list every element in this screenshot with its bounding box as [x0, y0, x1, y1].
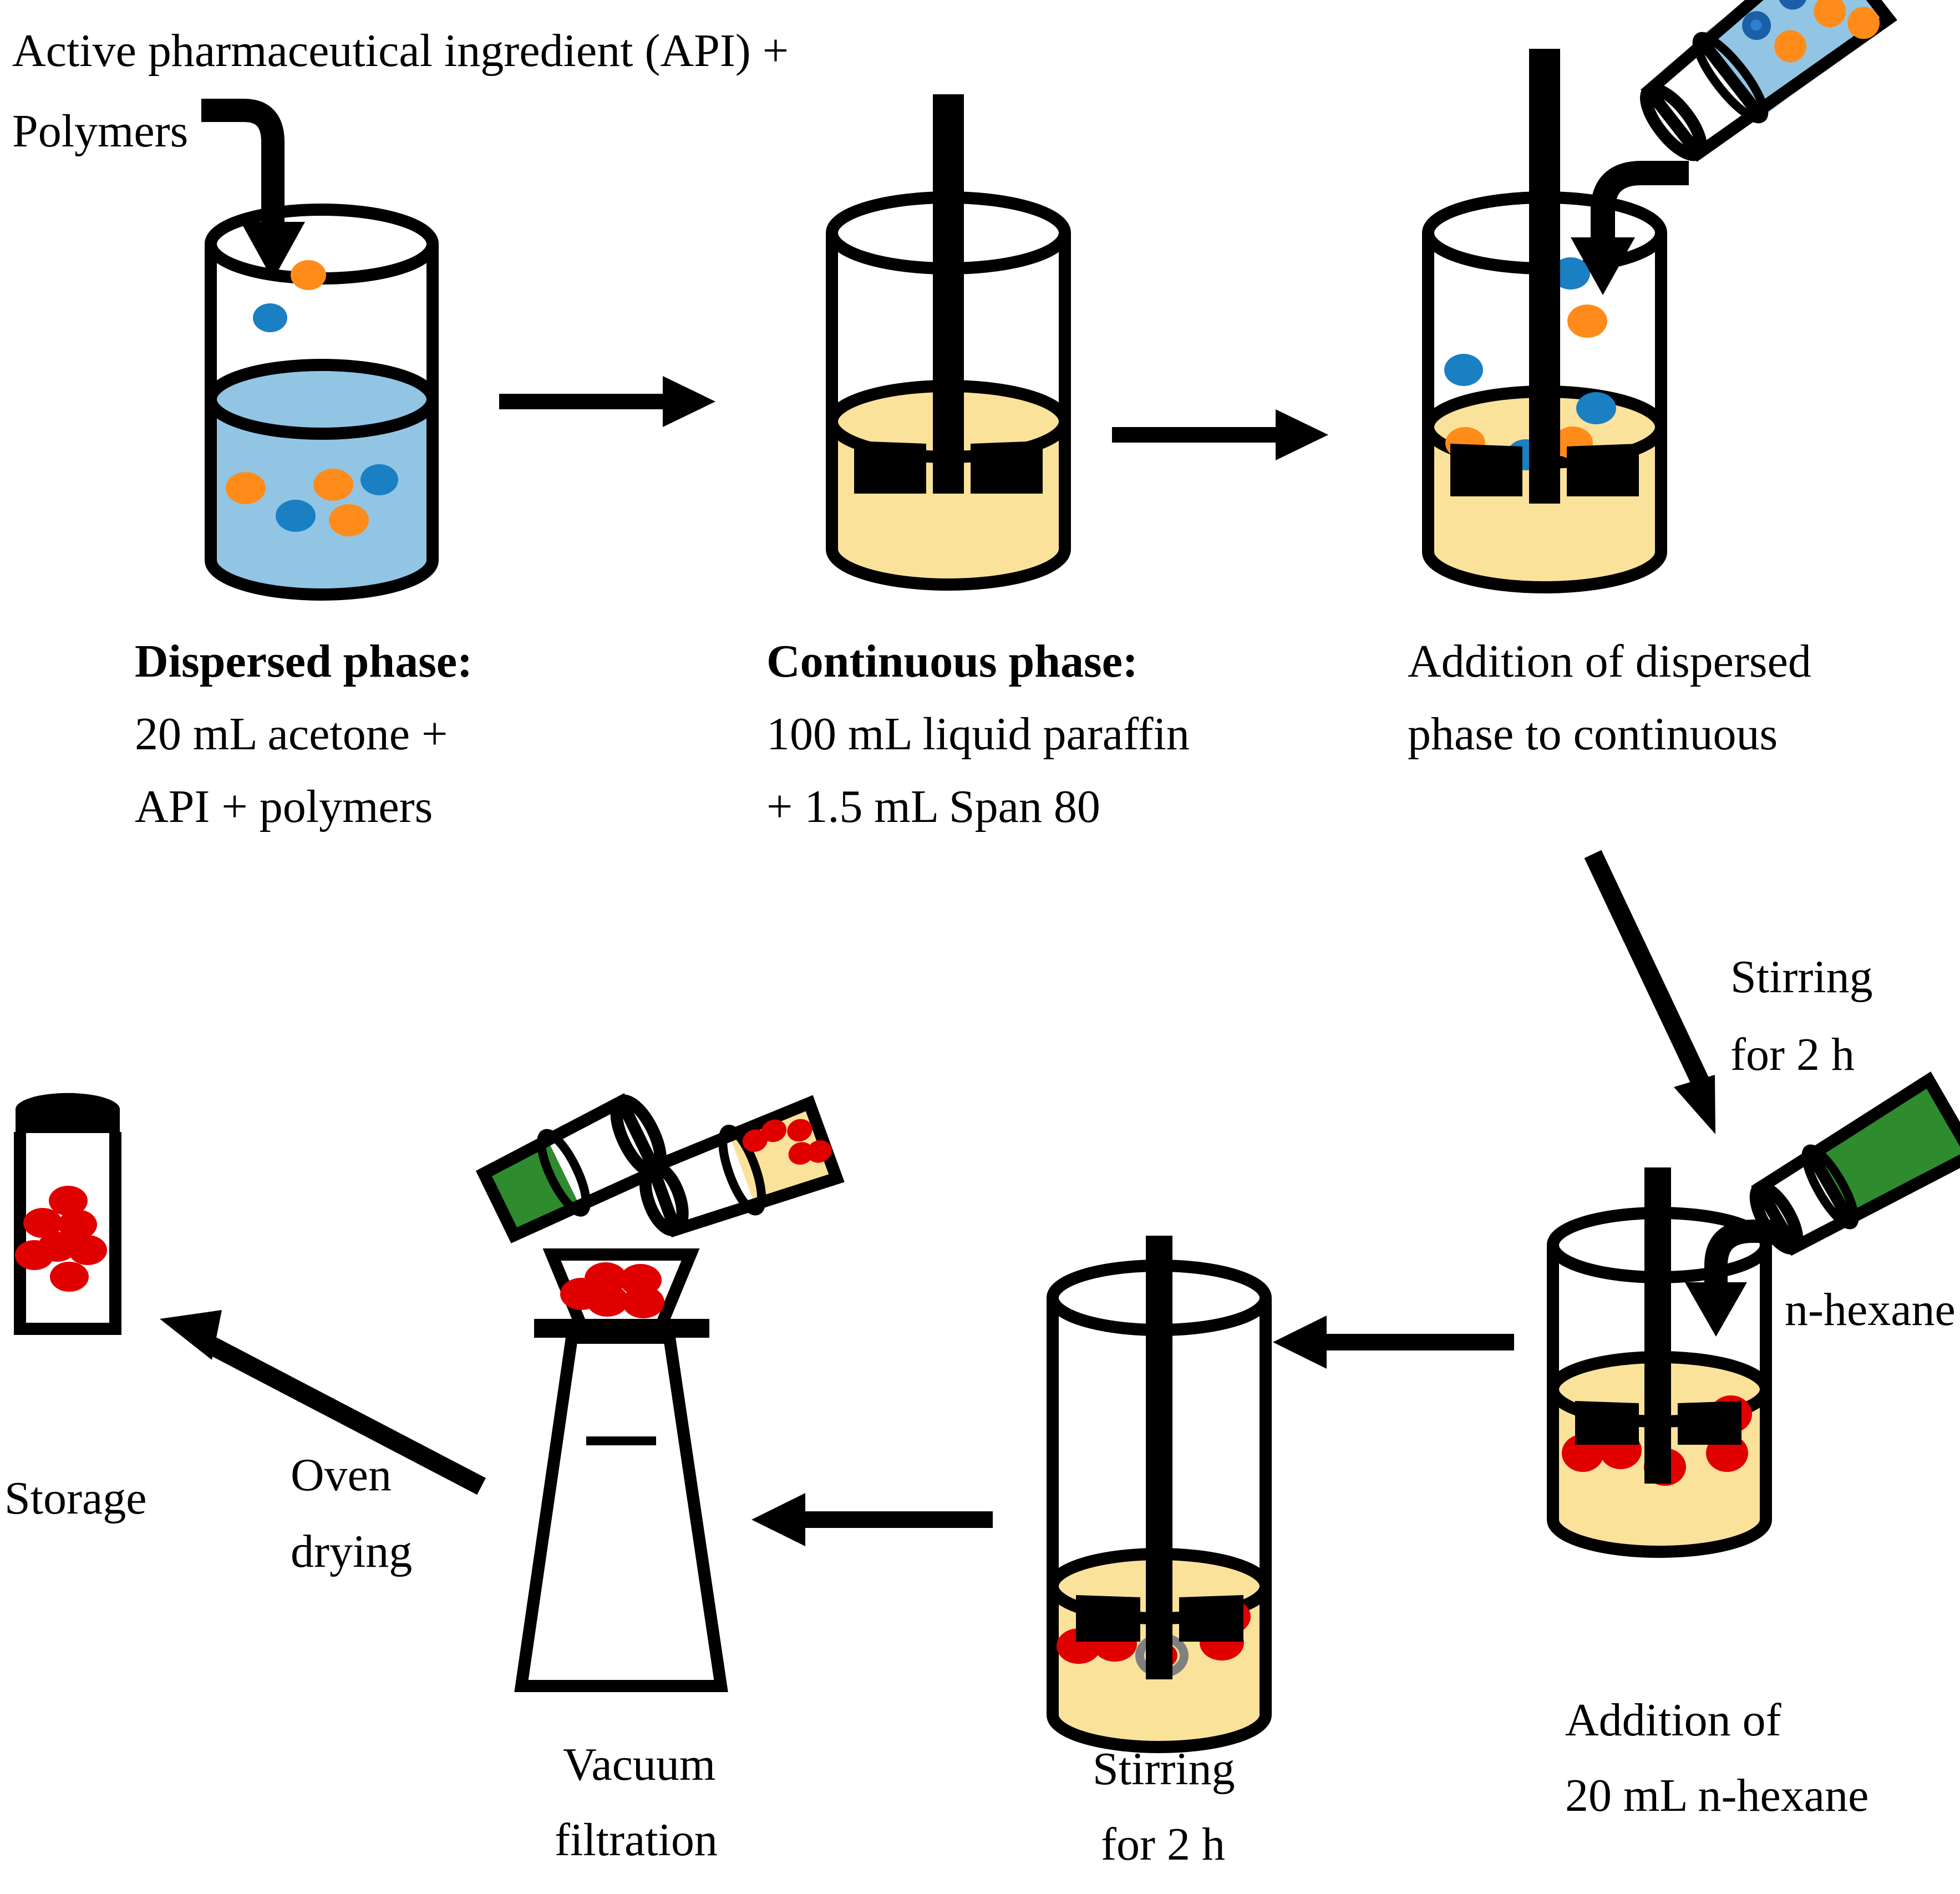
step-4-particles — [1562, 1395, 1752, 1486]
step-3-beaker-wall — [1422, 233, 1667, 593]
step-5-particles — [1057, 1599, 1251, 1678]
step-7-vial-cap — [16, 1093, 120, 1132]
step-7-storage-vial — [14, 1093, 121, 1335]
step-3-liquid-body — [1428, 427, 1661, 587]
n-hexane-label: n-hexane — [1785, 1284, 1956, 1336]
step-5-liquid-body — [1053, 1586, 1266, 1747]
continuous-phase-line1: 100 mL liquid paraffin — [766, 708, 1190, 760]
step-5-liquid-surface — [1053, 1554, 1266, 1618]
step-1-inflow-arrow — [201, 99, 305, 280]
step-1-particles — [226, 260, 398, 536]
vacuum-filtration-line1: Vacuum — [563, 1739, 716, 1790]
stirring-bottom-line1: Stirring — [1093, 1743, 1235, 1795]
step-1-beaker — [201, 99, 439, 601]
arrow-step1-to-step2 — [499, 376, 715, 427]
step-3-impeller-left — [1450, 444, 1522, 496]
step-2-beaker — [826, 94, 1071, 591]
dispersed-phase-line1: 20 mL acetone + — [135, 708, 448, 760]
step-4-stirrer-shaft — [1644, 1167, 1671, 1484]
step-6-particles — [560, 1262, 664, 1318]
step-3-liquid-surface — [1428, 392, 1661, 463]
step-1-beaker-rim — [205, 204, 439, 285]
step-5-liquid-line — [1047, 1548, 1272, 1624]
step-3-impeller-right — [1567, 444, 1639, 496]
step-2-beaker-rim — [826, 191, 1071, 275]
step-5-beaker-wall — [1047, 1298, 1272, 1753]
step-1-liquid-body — [211, 399, 433, 595]
step-6-funnel — [475, 1093, 845, 1692]
step-4-beaker-wall — [1547, 1245, 1772, 1558]
addition-hexane-line1: Addition of — [1565, 1694, 1781, 1746]
vacuum-filtration-line2: filtration — [555, 1814, 718, 1866]
stirring-top-line2: for 2 h — [1730, 1029, 1855, 1080]
continuous-phase-heading: Continuous phase: — [766, 636, 1138, 687]
step-4-beaker-rim — [1547, 1207, 1772, 1283]
step-2-stirrer — [854, 94, 1043, 494]
step-1-liquid-surface — [211, 365, 433, 434]
step-1-beaker-wall — [205, 244, 439, 601]
step-5-stirrer — [1076, 1236, 1243, 1679]
oven-drying-line1: Oven — [291, 1449, 392, 1501]
oven-drying-line2: drying — [291, 1526, 413, 1577]
step-3-stirrer-shaft — [1529, 49, 1560, 504]
step-3-liquid-line — [1422, 385, 1667, 469]
step-7-vial-body-fill — [20, 1132, 115, 1329]
step-5-stirrer-shaft — [1146, 1236, 1172, 1679]
step-6-filter-plate — [534, 1319, 709, 1338]
step-5-impeller-right — [1179, 1595, 1243, 1642]
arrow-step5-to-step6 — [751, 1493, 993, 1546]
step-2-impeller-right — [971, 441, 1043, 494]
step-2-liquid-body — [832, 422, 1065, 585]
step-3-pouring-bottle — [1640, 0, 1897, 162]
step-3-particles — [1444, 257, 1616, 470]
step-4-liquid-body — [1553, 1389, 1766, 1552]
step-2-beaker-wall — [826, 233, 1071, 591]
step-4-impeller-right — [1678, 1401, 1741, 1445]
step-6-funnel-cup — [542, 1248, 700, 1332]
step-5-beaker — [1047, 1236, 1272, 1753]
step-5-beaker-rim — [1047, 1260, 1272, 1336]
arrow-step2-to-step3 — [1112, 409, 1328, 460]
addition-hexane-line2: 20 mL n-hexane — [1565, 1770, 1869, 1821]
dispersed-phase-heading: Dispersed phase: — [135, 636, 473, 687]
step-6-tube-paraffin — [639, 1095, 845, 1238]
step-4-impeller-left — [1575, 1401, 1639, 1445]
step-4-hexane-bottle — [1749, 1071, 1960, 1256]
step-3-beaker — [1422, 0, 1897, 593]
dispersed-phase-line2: API + polymers — [135, 781, 433, 832]
step-2-impeller-left — [854, 441, 926, 494]
api-polymers-label-line2: Polymers — [12, 105, 189, 157]
step-3-beaker-rim — [1422, 191, 1667, 275]
api-polymers-label-line1: Active pharmaceutical ingredient (API) + — [12, 25, 789, 77]
storage-label: Storage — [4, 1472, 147, 1524]
step-6-tube-green — [475, 1093, 667, 1243]
step-4-stirrer — [1575, 1167, 1741, 1484]
step-7-vial-body — [14, 1132, 121, 1335]
addition-dispersed-line2: phase to continuous — [1408, 708, 1778, 760]
arrow-step3-to-step4 — [1584, 850, 1715, 1134]
step-3-pour-arrow — [1571, 161, 1689, 295]
step-5-impeller-left — [1076, 1595, 1140, 1642]
stirring-top-line1: Stirring — [1730, 951, 1873, 1003]
step-4-pour-arrow — [1685, 1220, 1790, 1337]
addition-dispersed-line1: Addition of dispersed — [1408, 636, 1811, 687]
step-2-stirrer-shaft — [933, 94, 964, 494]
step-4-liquid-surface — [1553, 1357, 1766, 1421]
stirring-bottom-line2: for 2 h — [1101, 1819, 1225, 1870]
arrow-step4-to-step5 — [1273, 1316, 1514, 1369]
continuous-phase-line2: + 1.5 mL Span 80 — [766, 781, 1100, 832]
step-3-stirrer — [1450, 49, 1639, 504]
step-2-liquid-surface — [832, 386, 1065, 457]
step-7-particles — [15, 1186, 107, 1292]
step-6-funnel-stem — [514, 1332, 728, 1692]
step-4-liquid-line — [1547, 1351, 1772, 1428]
step-2-liquid-line — [826, 380, 1071, 463]
step-1-liquid-line — [205, 359, 439, 440]
